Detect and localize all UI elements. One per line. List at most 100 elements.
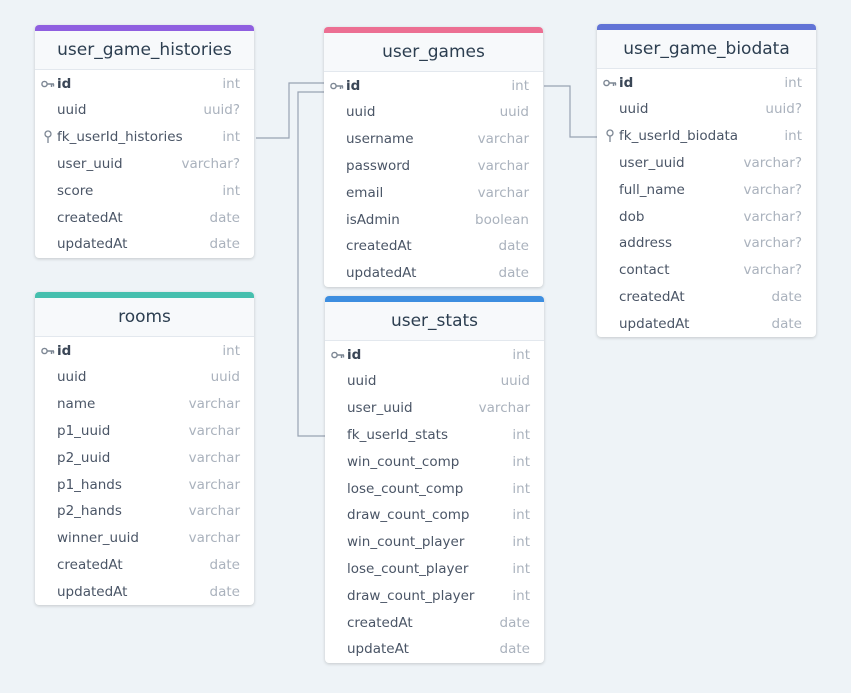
field-name: dob xyxy=(619,208,645,225)
foreign-key-icon xyxy=(40,124,56,151)
field-name: user_uuid xyxy=(347,400,413,417)
field-type: int xyxy=(222,182,240,199)
field-row-id[interactable]: id int xyxy=(325,341,544,368)
field-type: int xyxy=(222,75,240,92)
field-type: varchar xyxy=(188,396,240,413)
table-title[interactable]: user_games xyxy=(324,33,543,72)
field-type: varchar? xyxy=(743,181,802,198)
field-name: uuid xyxy=(347,373,377,390)
field-type: date xyxy=(209,236,240,253)
field-name: createdAt xyxy=(347,614,413,631)
field-name: updateAt xyxy=(347,641,409,658)
field-type: varchar? xyxy=(743,208,802,225)
field-name: uuid xyxy=(57,369,87,386)
field-name: isAdmin xyxy=(346,211,400,228)
field-name: updatedAt xyxy=(57,583,128,600)
connector-histories-to-user-games[interactable] xyxy=(256,82,325,139)
field-type: varchar xyxy=(188,503,240,520)
field-name: username xyxy=(346,131,414,148)
field-row-username[interactable]: username varchar xyxy=(324,126,543,153)
table-title[interactable]: user_stats xyxy=(325,302,544,341)
field-name: fk_userId_histories xyxy=(57,129,183,146)
field-name: email xyxy=(346,184,384,201)
field-name: p1_uuid xyxy=(57,422,111,439)
field-type: varchar xyxy=(477,131,529,148)
connector-biodata-to-user-games[interactable] xyxy=(544,85,597,138)
field-row-dob[interactable]: dob varchar? xyxy=(597,203,816,230)
field-row-uuid[interactable]: uuid uuid xyxy=(35,364,254,391)
field-name: updatedAt xyxy=(619,315,690,332)
field-name: createdAt xyxy=(57,556,123,573)
field-name: id xyxy=(347,346,362,363)
field-type: int xyxy=(512,346,530,363)
field-row-updatedAt[interactable]: updatedAt date xyxy=(35,231,254,258)
field-name: p2_uuid xyxy=(57,449,111,466)
field-name: uuid xyxy=(619,101,649,118)
field-type: int xyxy=(784,74,802,91)
field-type: uuid xyxy=(210,369,240,386)
key-icon xyxy=(329,72,345,99)
field-type: int xyxy=(512,534,530,551)
field-name: lose_count_player xyxy=(347,560,469,577)
field-name: id xyxy=(346,77,361,94)
table-title[interactable]: user_game_histories xyxy=(35,31,254,70)
field-name: password xyxy=(346,157,411,174)
table-title[interactable]: user_game_biodata xyxy=(597,30,816,69)
key-icon xyxy=(40,70,56,97)
field-type: varchar? xyxy=(181,155,240,172)
field-name: createdAt xyxy=(57,209,123,226)
connector-stats-to-user-games[interactable] xyxy=(297,91,326,437)
table-title[interactable]: rooms xyxy=(35,298,254,337)
field-name: updatedAt xyxy=(57,236,128,253)
field-row-fk-userId-histories[interactable]: fk_userId_histories int xyxy=(35,124,254,151)
field-type: int xyxy=(222,129,240,146)
field-name: uuid xyxy=(346,104,376,121)
